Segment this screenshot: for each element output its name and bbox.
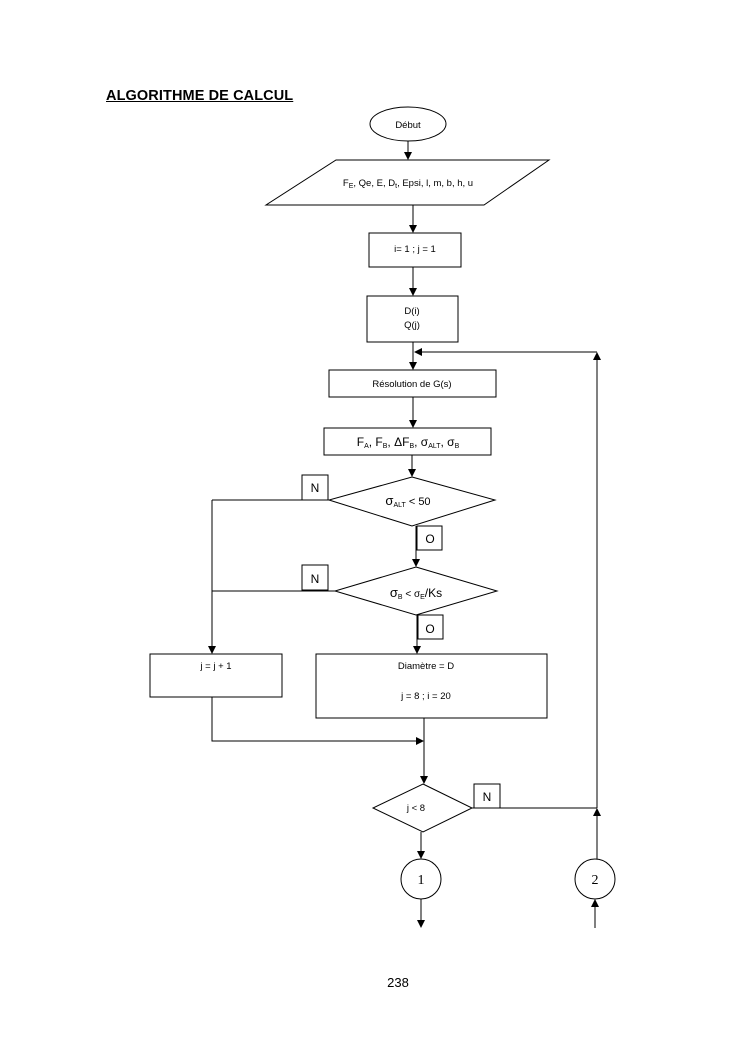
decision3-no-label: N [473,783,501,809]
input-parallelogram: FE, Qe, E, Dt, Epsi, l, m, b, h, u [264,159,551,206]
compute-part: , σ [414,435,429,449]
compute-box: FA, FB, ΔFB, σALT, σB [323,427,492,456]
compute-part: , σ [441,435,456,449]
solve-label: Résolution de G(s) [372,379,451,390]
decision1-yes-text: O [425,532,434,546]
compute-sub: A [364,443,369,450]
connector-1-label: 1 [418,873,425,888]
compute-part: , ΔF [387,435,409,449]
decision2-part: < σ [403,589,421,600]
input-label: FE, Qe, E, Dt, Epsi, l, m, b, h, u [343,178,473,190]
compute-sub: B [409,443,414,450]
decision2-sub: B [398,594,403,601]
decision2-part: σ [390,585,398,600]
decision1-no-text: N [311,481,320,495]
decision3-no-text: N [483,790,492,804]
connector-2: 2 [574,858,616,900]
result-line1: Diamètre = D [398,661,454,672]
arrow-increment-merge [211,697,424,745]
input-part: , Epsi, l, m, b, h, u [397,178,473,189]
compute-part: , F [369,435,383,449]
decision1-sub: ALT [393,502,406,509]
input-part: , Qe, E, D [353,178,395,189]
decision3-diamond: j < 8 [371,783,474,833]
decision2-no-text: N [311,572,320,586]
init-box: i= 1 ; j = 1 [368,232,462,268]
decision2-diamond: σB < σE/Ks [333,566,499,616]
result-box: Diamètre = D j = 8 ; i = 20 [315,653,548,719]
decision1-part: < 50 [406,496,431,508]
connector-2-label: 2 [592,873,599,888]
decision3-label: j < 8 [406,803,425,814]
input-sub: E [349,183,354,190]
decision2-label: σB < σE/Ks [390,585,442,601]
input-sub: t [395,183,397,190]
start-label: Début [395,120,421,131]
decision1-diamond: σALT < 50 [327,476,497,527]
increment-label: j = j + 1 [199,661,231,672]
decision1-label: σALT < 50 [385,493,430,509]
document-title: ALGORITHME DE CALCUL [106,88,294,104]
decision2-yes-label: O [417,614,444,640]
decision2-yes-text: O [425,622,434,636]
params-line2: Q(j) [404,320,420,331]
compute-label: FA, FB, ΔFB, σALT, σB [357,435,460,450]
params-line1: D(i) [404,306,419,317]
solve-box: Résolution de G(s) [328,369,497,398]
compute-sub: B [383,443,388,450]
page-number: 238 [387,975,409,990]
params-box: D(i) Q(j) [366,295,459,343]
init-label: i= 1 ; j = 1 [394,244,436,255]
increment-box: j = j + 1 [149,653,283,698]
input-part: F [343,178,349,189]
connector-1: 1 [400,858,442,900]
decision2-part: /Ks [425,586,442,600]
decision2-no-label: N [301,564,329,591]
compute-sub: B [455,443,460,450]
decision1-no-label: N [301,474,329,501]
compute-sub: ALT [428,443,441,450]
decision2-sub: E [420,594,425,601]
start-terminal: Début [369,106,447,142]
compute-part: F [357,435,364,449]
result-line2: j = 8 ; i = 20 [400,691,451,702]
decision1-part: σ [385,493,393,508]
decision1-yes-label: O [416,525,443,551]
